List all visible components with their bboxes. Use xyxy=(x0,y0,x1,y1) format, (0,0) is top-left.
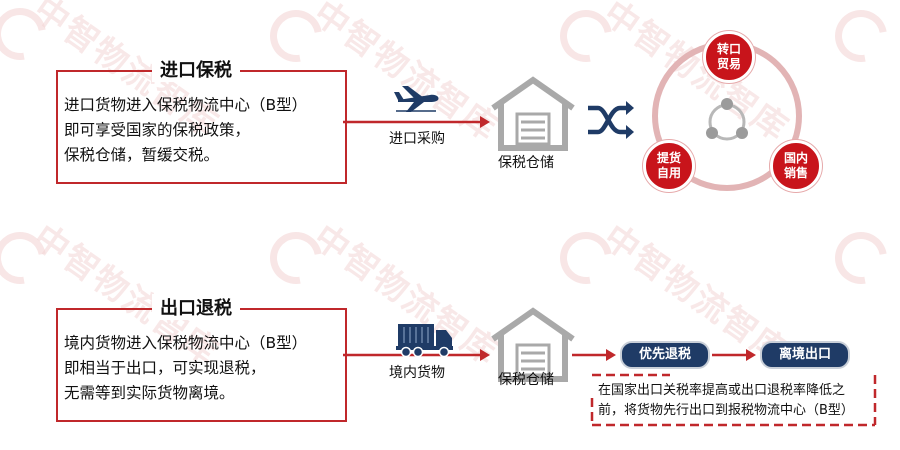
domestic-goods-arrow xyxy=(343,349,490,361)
note-line-2: 前，将货物先行出口到报税物流中心（B型） xyxy=(598,403,854,418)
import-bonded-title: 进口保税 xyxy=(152,56,240,82)
refund-arrow xyxy=(572,349,616,361)
import-purchase-label: 进口采购 xyxy=(389,131,445,147)
domestic-sales-node: 国内销售 xyxy=(770,140,822,192)
import-line-3: 保税仓储，暂缓交税。 xyxy=(64,146,220,164)
note-line-1: 在国家出口关税率提高或出口退税率降低之 xyxy=(598,383,846,398)
entrepot-trade-node: 转口贸易 xyxy=(703,31,755,83)
import-line-2: 即可享受国家的保税政策， xyxy=(64,121,251,139)
truck-icon xyxy=(396,324,453,358)
bonded-storage-label: 保税仓储 xyxy=(498,372,554,388)
warehouse-icon xyxy=(491,307,575,382)
cycle-center-icon xyxy=(706,98,748,141)
priority-refund-pill: 优先退税 xyxy=(620,341,710,369)
export-line-2: 即相当于出口，可实现退税， xyxy=(64,359,266,377)
import-arrow xyxy=(343,116,490,128)
export-line-3: 无需等到实际货物离境。 xyxy=(64,384,235,402)
export-line-1: 境内货物进入保税物流中心（B型） xyxy=(64,334,308,352)
exit-export-pill: 离境出口 xyxy=(760,341,850,369)
warehouse-icon xyxy=(491,76,575,151)
shuffle-icon xyxy=(588,101,634,139)
note-frame xyxy=(590,373,877,427)
export-arrow xyxy=(712,349,756,361)
domestic-goods-label: 境内货物 xyxy=(389,365,445,381)
bonded-storage-label: 保税仓储 xyxy=(498,155,554,171)
self-use-pickup-node: 提货自用 xyxy=(643,140,695,192)
airplane-icon xyxy=(394,86,439,112)
import-line-1: 进口货物进入保税物流中心（B型） xyxy=(64,96,308,114)
export-rebate-title: 出口退税 xyxy=(152,294,240,320)
